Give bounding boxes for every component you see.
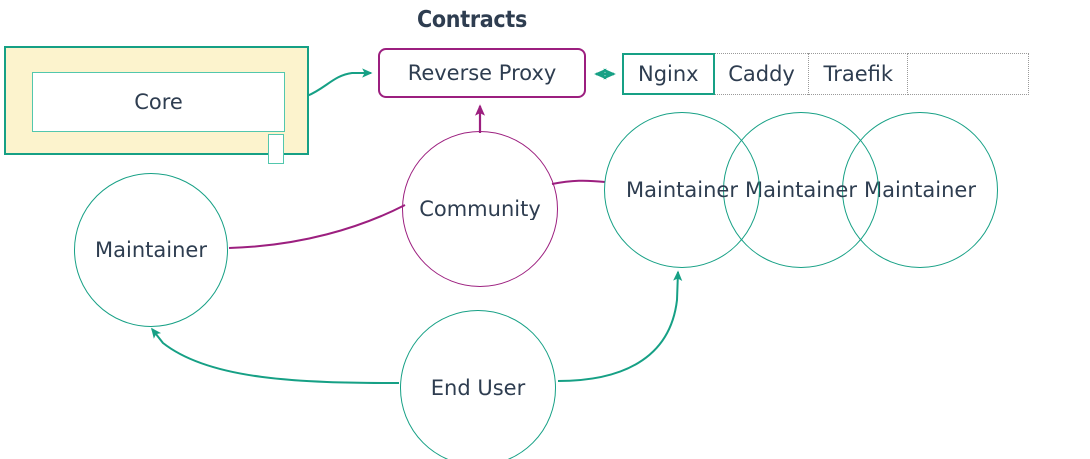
maintainer-right-2-label: Maintainer xyxy=(745,179,857,201)
impl-cell-traefik[interactable]: Traefik xyxy=(808,53,909,95)
implementations-table: Nginx Caddy Traefik xyxy=(622,53,1029,95)
end-user-label: End User xyxy=(430,377,526,399)
impl-cell-caddy[interactable]: Caddy xyxy=(713,53,810,95)
core-label: Core xyxy=(134,89,183,114)
core-port-tab xyxy=(268,134,284,164)
actor-maintainer-right-1[interactable]: Maintainer xyxy=(604,112,760,268)
actor-maintainer-left[interactable]: Maintainer xyxy=(74,173,228,327)
edge-community-to-maintainer-right xyxy=(551,179,606,185)
core-package-box[interactable]: Core xyxy=(4,46,309,164)
edge-end-user-to-maintainer-right xyxy=(557,270,683,382)
page-title: Contracts xyxy=(417,7,527,33)
edge-end-user-to-maintainer-left xyxy=(151,327,400,384)
actor-community[interactable]: Community xyxy=(402,131,558,287)
impl-label-nginx: Nginx xyxy=(638,61,699,86)
impl-cell-empty[interactable] xyxy=(906,53,1029,95)
maintainer-right-3-label: Maintainer xyxy=(864,179,976,201)
core-inner-box[interactable]: Core xyxy=(32,72,285,132)
impl-label-caddy: Caddy xyxy=(728,61,795,86)
community-label: Community xyxy=(419,198,541,220)
edge-maintainer-left-to-community xyxy=(228,204,406,249)
actor-end-user[interactable]: End User xyxy=(400,310,556,459)
maintainer-left-label: Maintainer xyxy=(95,239,207,261)
reverse-proxy-node[interactable]: Reverse Proxy xyxy=(378,48,586,98)
impl-label-traefik: Traefik xyxy=(823,61,894,86)
reverse-proxy-label: Reverse Proxy xyxy=(407,60,557,85)
maintainer-right-1-label: Maintainer xyxy=(626,179,738,201)
impl-cell-nginx[interactable]: Nginx xyxy=(622,53,715,95)
